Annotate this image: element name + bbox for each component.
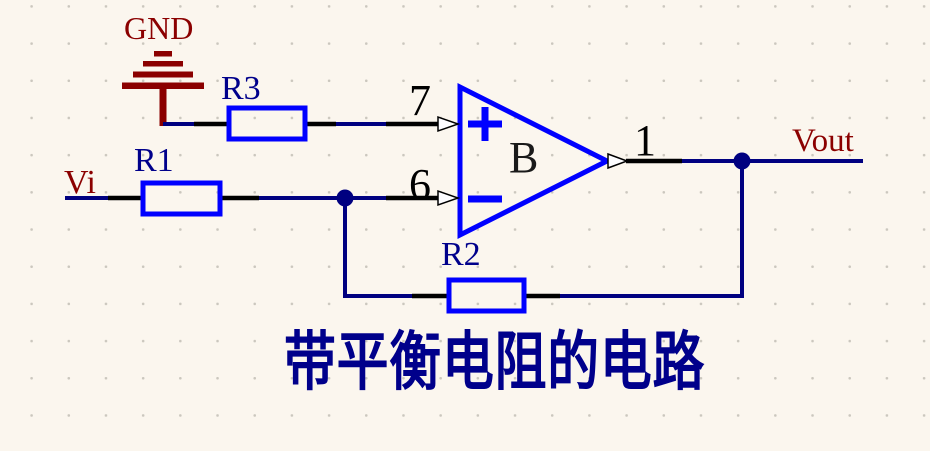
- pin-stubs: [108, 121, 682, 299]
- pin7-arrow-icon: [437, 115, 461, 133]
- resistor-r3-body: [226, 105, 308, 142]
- pin6-number: 6: [409, 160, 431, 209]
- junction-dot-inverting: [336, 189, 354, 207]
- resistor-r2-body: [446, 277, 527, 314]
- opamp-designator: B: [509, 133, 539, 182]
- resistor-r1-body: [140, 180, 223, 217]
- pin1-arrow-icon: [607, 152, 630, 170]
- opamp-body: [457, 82, 613, 240]
- net-wires: [65, 122, 863, 298]
- gnd-symbol-icon: [122, 51, 204, 126]
- pin6-arrow-icon: [437, 189, 461, 207]
- r3-designator: R3: [221, 70, 261, 107]
- vout-net-label: Vout: [792, 123, 854, 159]
- gnd-label: GND: [124, 10, 194, 46]
- r2-designator: R2: [441, 236, 481, 273]
- junction-dot-output: [733, 152, 751, 170]
- vi-net-label: Vi: [64, 164, 96, 201]
- plus-sign-icon: [468, 107, 502, 141]
- r1-designator: R1: [134, 142, 174, 179]
- pin7-number: 7: [409, 76, 431, 125]
- schematic-caption: 带平衡电阻的电路: [284, 326, 706, 400]
- pin1-number: 1: [634, 116, 656, 165]
